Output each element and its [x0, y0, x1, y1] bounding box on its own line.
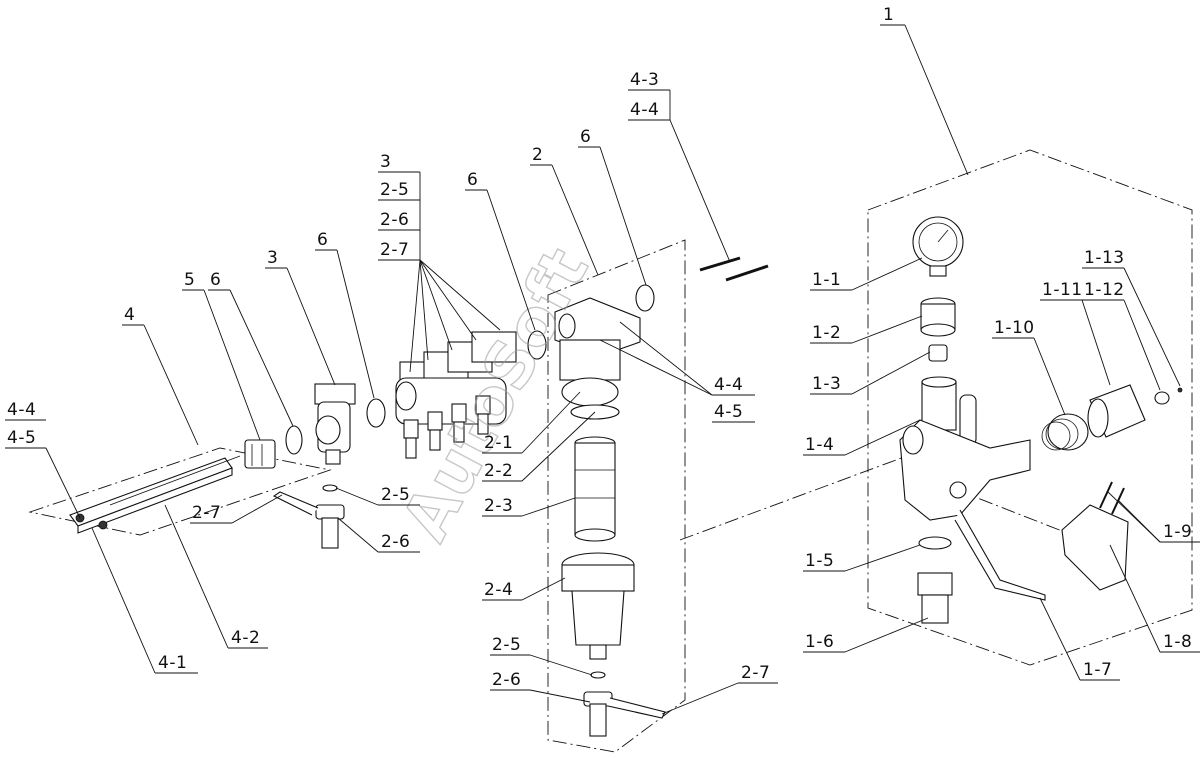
bracket-1-8: [1061, 481, 1129, 591]
label-1-13: 1-13: [1084, 248, 1125, 268]
valve-block: [395, 331, 517, 459]
label-6: 6: [317, 230, 328, 250]
label-2-5: 2-5: [381, 485, 410, 505]
label-2-5: 2-5: [380, 180, 409, 200]
label-4-2: 4-2: [231, 628, 260, 648]
label-2-4: 2-4: [484, 580, 513, 600]
label-1-9: 1-9: [1163, 522, 1192, 542]
label-2-7: 2-7: [192, 503, 221, 523]
label-4-3: 4-3: [630, 70, 659, 90]
label-group-1: 1: [883, 5, 894, 25]
nut-1-2: [920, 297, 956, 337]
label-2-6: 2-6: [492, 670, 521, 690]
group-4-boundary: [28, 447, 332, 536]
label-3: 3: [267, 248, 278, 268]
drain-fitting: [583, 691, 666, 737]
label-2-2: 2-2: [484, 461, 513, 481]
label-1-10: 1-10: [994, 318, 1035, 338]
fitting-1-6: [917, 572, 953, 624]
regulator-body: [899, 376, 1031, 521]
label-4-4: 4-4: [630, 100, 659, 120]
label-1-4: 1-4: [805, 435, 834, 455]
group-2-boundary: [547, 239, 686, 753]
label-4-5: 4-5: [7, 428, 36, 448]
part-labels: 1 2 6 6 6 3 6 5 4 3 2-5 2-6 2-7 4-3 4-4 …: [7, 5, 1192, 690]
label-2-1: 2-1: [484, 433, 513, 453]
label-1-5: 1-5: [805, 551, 834, 571]
label-1-2: 1-2: [812, 323, 841, 343]
o-ring: [635, 284, 655, 312]
label-group-2: 2: [532, 145, 543, 165]
clip-part-5: [244, 439, 276, 469]
label-1-1: 1-1: [812, 270, 841, 290]
label-4-1: 4-1: [158, 653, 187, 673]
filter-bowl: [561, 552, 635, 660]
valve-part-3: [314, 383, 356, 465]
label-2-6: 2-6: [380, 210, 409, 230]
label-6: 6: [210, 270, 221, 290]
label-4-4: 4-4: [714, 375, 743, 395]
label-1-12: 1-12: [1084, 280, 1125, 300]
washer: [322, 484, 338, 492]
cap-1-11: [1087, 384, 1146, 438]
axis-line: [956, 489, 1081, 539]
label-1-7: 1-7: [1083, 660, 1112, 680]
label-2-5: 2-5: [492, 635, 521, 655]
filter-head: [554, 297, 641, 407]
o-ring: [366, 398, 386, 428]
insert-1-3: [928, 344, 948, 362]
label-1-11: 1-11: [1042, 280, 1083, 300]
label-group-4: 4: [124, 305, 135, 325]
label-1-6: 1-6: [805, 632, 834, 652]
leader-lines: [5, 24, 1200, 715]
label-6: 6: [467, 170, 478, 190]
spring-1-10: [1041, 413, 1089, 451]
pressure-gauge: [912, 216, 964, 277]
seal-1-5: [918, 536, 952, 550]
filter-screen: [574, 436, 616, 542]
rail-assembly: [69, 455, 241, 534]
bolts-4-3: [699, 256, 769, 282]
o-ring: [285, 425, 303, 455]
label-4-5: 4-5: [714, 402, 743, 422]
label-2-3: 2-3: [484, 496, 513, 516]
o-ring: [527, 330, 547, 360]
lever-1-7: [954, 509, 1046, 601]
label-3: 3: [380, 152, 391, 172]
label-1-8: 1-8: [1163, 632, 1192, 652]
label-1-3: 1-3: [812, 374, 841, 394]
label-4-4: 4-4: [7, 400, 36, 420]
group-1-boundary: [867, 149, 1193, 666]
washer: [590, 671, 606, 679]
washer-1-12: [1154, 391, 1170, 405]
label-2-6: 2-6: [381, 532, 410, 552]
label-5: 5: [184, 270, 195, 290]
label-2-7: 2-7: [741, 663, 770, 683]
screw-1-13: [1177, 387, 1183, 393]
fitting-with-lever: [272, 491, 345, 549]
label-2-7: 2-7: [380, 240, 409, 260]
label-6: 6: [580, 127, 591, 147]
